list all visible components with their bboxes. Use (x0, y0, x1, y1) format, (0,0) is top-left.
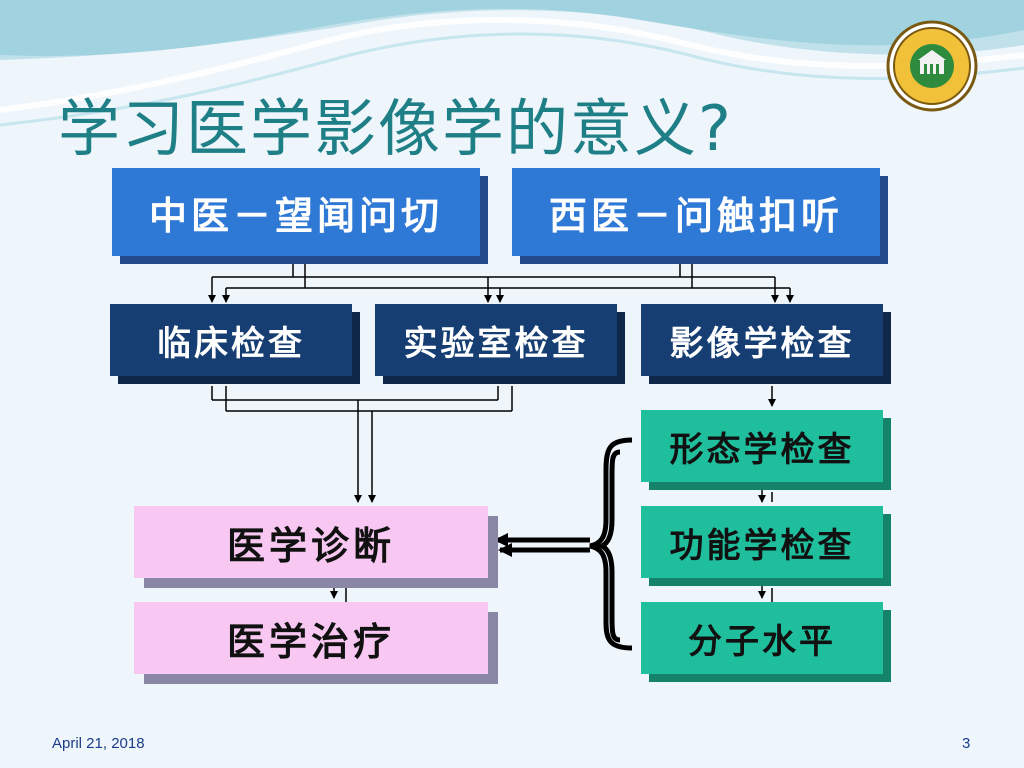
medical-treatment-box: 医学治疗 (134, 602, 488, 674)
molecular-level-box: 分子水平 (641, 602, 883, 674)
header-wave-decoration (0, 0, 1024, 127)
university-logo (884, 18, 980, 114)
tcm-method-box: 中医－望闻问切 (112, 168, 480, 256)
morphology-exam-box: 形态学检查 (641, 410, 883, 482)
function-exam-box: 功能学检查 (641, 506, 883, 578)
university-seal-icon (886, 20, 978, 112)
clinical-exam-box: 临床检查 (110, 304, 352, 376)
lab-exam-box: 实验室检查 (375, 304, 617, 376)
medical-diagnosis-box: 医学诊断 (134, 506, 488, 578)
slide-title: 学习医学影像学的意义? (58, 92, 733, 165)
page-number: 3 (962, 735, 971, 752)
western-method-box: 西医－问触扣听 (512, 168, 880, 256)
footer-date: April 21, 2018 (52, 735, 145, 752)
imaging-exam-box: 影像学检查 (641, 304, 883, 376)
